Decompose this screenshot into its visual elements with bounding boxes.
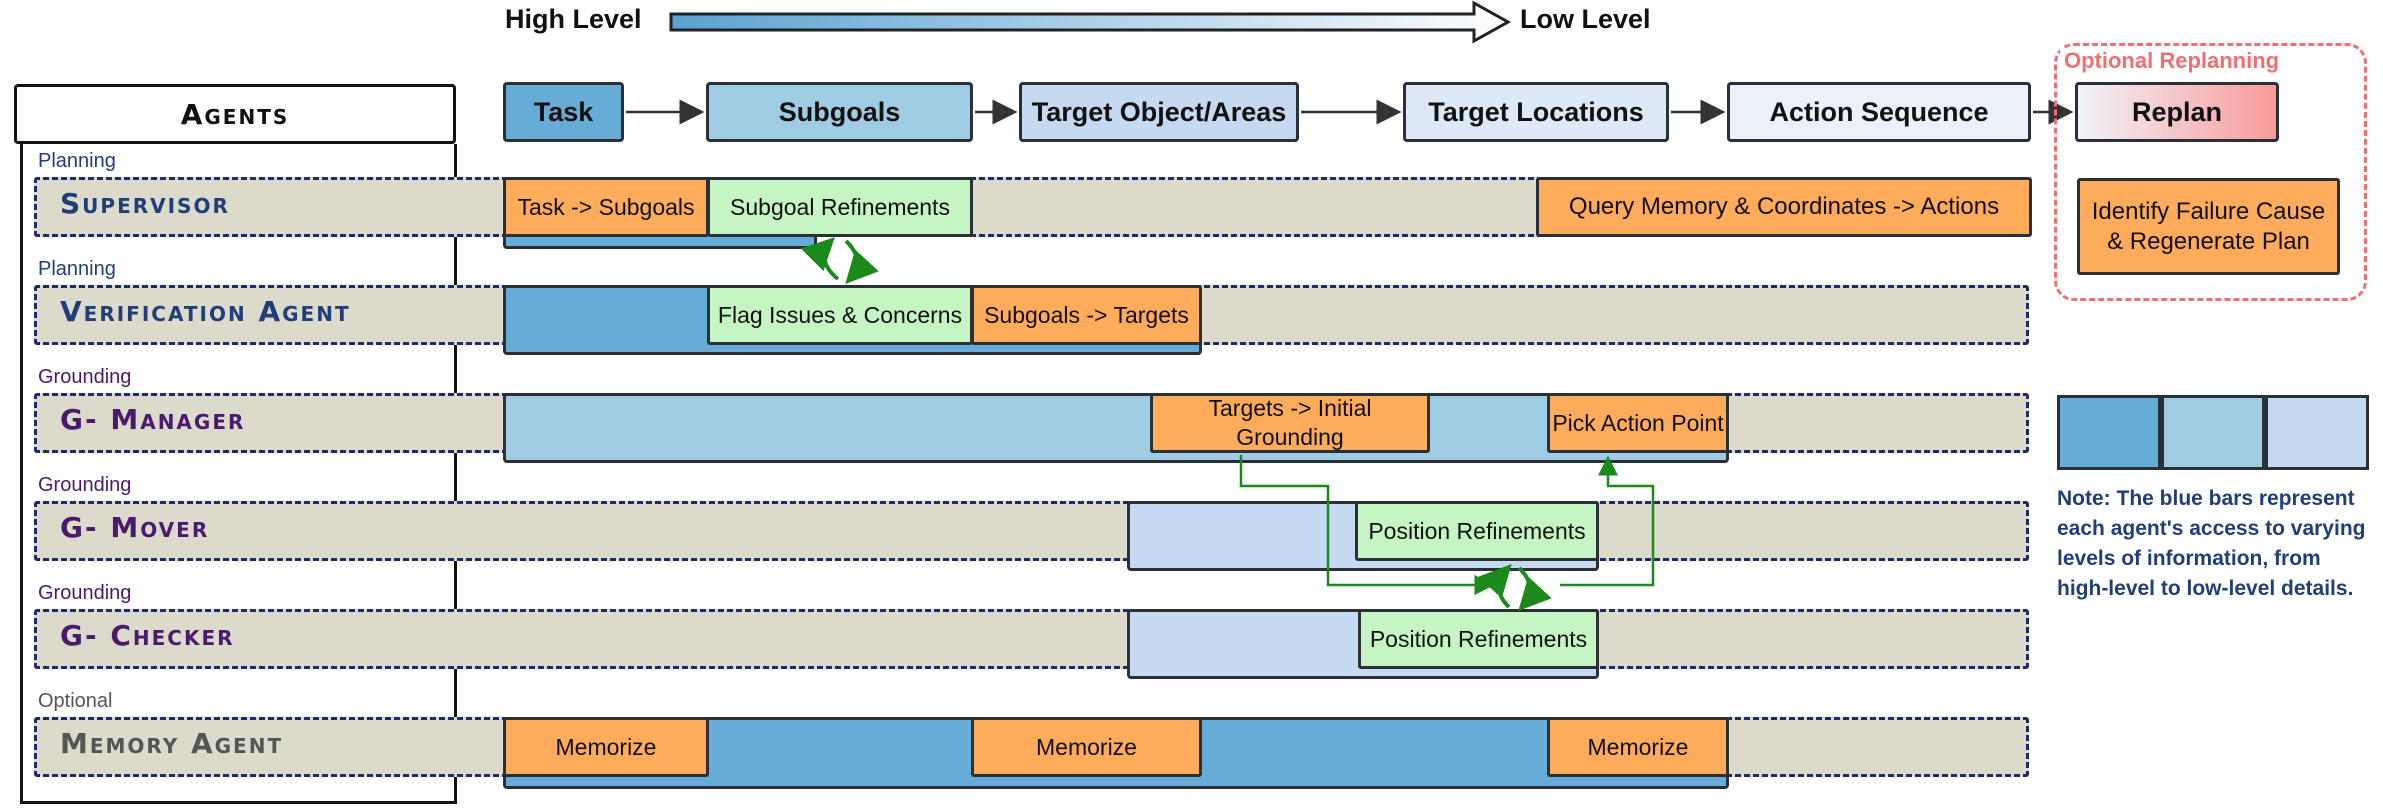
agents-title: Agents [14,84,456,144]
low-level-label: Low Level [1520,4,1651,34]
g-manager-access-bar [503,393,1729,463]
targets-to-initial-grounding: Targets -> Initial Grounding [1150,393,1430,453]
agent-name-g-checker: G- Checker [60,619,235,652]
stage-replan: Replan [2075,82,2279,142]
stage-target-objects: Target Object/Areas [1019,82,1299,142]
agent-name-g-manager: G- Manager [60,403,246,436]
level-arrow [669,0,1512,44]
memorize: Memorize [503,717,709,777]
subgoals-to-targets: Subgoals -> Targets [971,285,1202,345]
agent-name-g-mover: G- Mover [60,511,210,544]
mover-position-refinements: Position Refinements [1355,501,1599,561]
stage-arrows [626,99,2074,125]
agent-category: Grounding [38,582,132,604]
query-memory-actions: Query Memory & Coordinates -> Actions [1536,177,2032,237]
legend-swatch-mid [2161,395,2265,470]
legend-swatch-light [2265,395,2369,470]
agent-name-memory: Memory Agent [60,727,284,760]
lane-g-checker [34,609,2029,669]
agents-panel [20,144,457,804]
flag-issues: Flag Issues & Concerns [707,285,973,345]
legend-swatch-dark [2057,395,2161,470]
stage-subgoals: Subgoals [706,82,973,142]
pick-action-point: Pick Action Point [1547,393,1729,453]
stage-task: Task [503,82,624,142]
stage-action-sequence: Action Sequence [1727,82,2031,142]
replanning-title: Optional Replanning [2060,48,2284,74]
memorize: Memorize [1547,717,1729,777]
agent-category: Planning [38,150,116,172]
memorize: Memorize [971,717,1202,777]
agent-category: Grounding [38,366,132,388]
agent-category: Grounding [38,474,132,496]
agent-category: Planning [38,258,116,280]
checker-position-refinements: Position Refinements [1358,609,1599,669]
high-level-label: High Level [505,4,642,34]
agent-category: Optional [38,690,113,712]
legend-note: Note: The blue bars represent each agent… [2057,487,2366,600]
agent-name-supervisor: Supervisor [60,187,230,220]
replan-task: Identify Failure Cause & Regenerate Plan [2077,178,2340,275]
agent-name-verification: Verification Agent [60,295,351,328]
task-to-subgoals: Task -> Subgoals [503,177,709,237]
lane-g-mover [34,501,2029,561]
replanning-region [2054,43,2367,301]
stage-target-locations: Target Locations [1403,82,1669,142]
subgoal-refinements: Subgoal Refinements [707,177,973,237]
